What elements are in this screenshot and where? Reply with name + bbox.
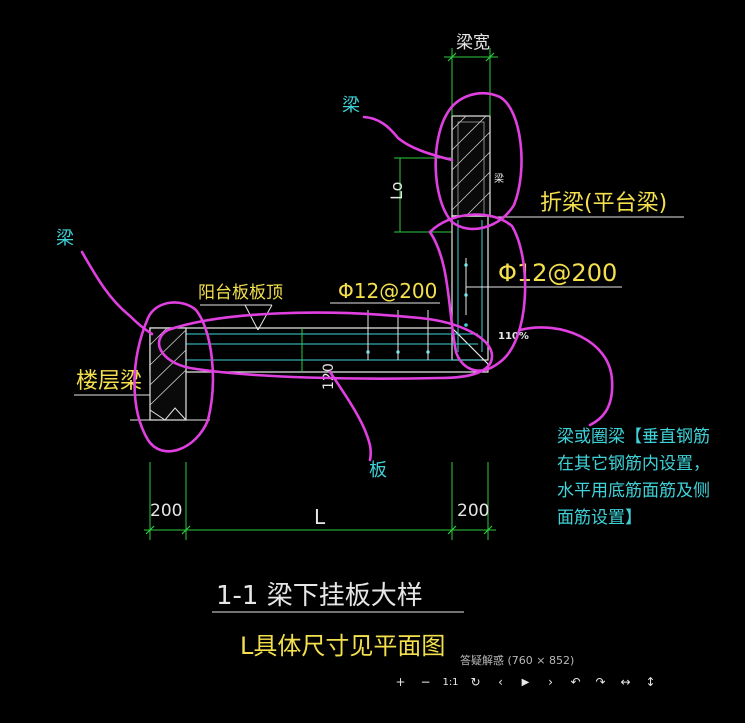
lo-label: Lo (387, 182, 406, 200)
beam-width-label: 梁宽 (456, 33, 490, 53)
actual-size-button[interactable]: 1:1 (442, 676, 459, 688)
thickness-label: 120 (321, 363, 337, 390)
rotate-right-icon[interactable]: ↷ (595, 675, 606, 689)
rebar-vertical-callout: Φ12@200 (466, 259, 622, 288)
floor-beam-label: 楼层梁 (76, 369, 142, 394)
annotation-note: 梁或圈梁【垂直钢筋 在其它钢筋内设置， 水平用底筋面筋及侧 面筋设置】 (557, 424, 737, 532)
fit-width-icon[interactable]: ↔ (620, 675, 631, 689)
slab-label: 板 (369, 460, 387, 481)
next-icon[interactable]: › (548, 675, 553, 689)
rebar-horizontal-label: Φ12@200 (338, 279, 437, 303)
balcony-top-label: 阳台板板顶 (198, 283, 283, 303)
dim-l-label: L (314, 505, 326, 529)
rotate-left-icon[interactable]: ↶ (570, 675, 581, 689)
viewer-toolbar: + − 1:1 ↻ ‹ ▶ › ↶ ↷ ↔ ↕ (390, 672, 661, 692)
thickness-dimension: 120 (301, 328, 337, 390)
drawing-subtitle: L具体尺寸见平面图 (240, 632, 445, 660)
zoom-out-button[interactable]: − (420, 675, 431, 689)
beam-width-dimension: 梁宽 (444, 33, 498, 116)
drawing-title: 1-1 梁下挂板大样 (216, 581, 423, 611)
beam-label-left: 梁 (56, 228, 74, 249)
bottom-dimensions: 200 L 200 (144, 462, 496, 540)
note-line-4: 面筋设置】 (557, 508, 642, 528)
rebar-horizontal-callout: Φ12@200 (330, 279, 440, 304)
floor-beam: 楼层梁 (74, 327, 210, 421)
image-caption: 答疑解惑 (760 × 852) (460, 654, 575, 667)
fit-height-icon[interactable]: ↕ (645, 675, 656, 689)
beam-small-mark: 梁 (494, 172, 504, 185)
rebar-vertical-label: Φ12@200 (498, 259, 617, 287)
upper-beam (451, 115, 491, 217)
note-line-1: 梁或圈梁【垂直钢筋 (557, 427, 710, 447)
dim-right-label: 200 (457, 501, 489, 521)
balcony-top-callout: 阳台板板顶 (198, 283, 283, 331)
magenta-annotations (80, 92, 614, 462)
folded-beam-callout: 折梁(平台梁) 梁 (490, 172, 684, 218)
percent-label: 110% (498, 331, 529, 342)
note-line-3: 水平用底筋面筋及侧 (557, 481, 710, 501)
folded-beam-label: 折梁(平台梁) (540, 191, 667, 216)
title-block: 1-1 梁下挂板大样 L具体尺寸见平面图 (212, 581, 464, 660)
zoom-in-button[interactable]: + (395, 675, 406, 689)
dim-left-label: 200 (150, 501, 182, 521)
prev-icon[interactable]: ‹ (498, 675, 503, 689)
play-icon[interactable]: ▶ (521, 676, 530, 688)
beam-label-top: 梁 (342, 95, 360, 116)
refresh-icon[interactable]: ↻ (470, 675, 481, 689)
lo-dimension: Lo (387, 157, 452, 233)
note-line-2: 在其它钢筋内设置， (557, 454, 710, 474)
